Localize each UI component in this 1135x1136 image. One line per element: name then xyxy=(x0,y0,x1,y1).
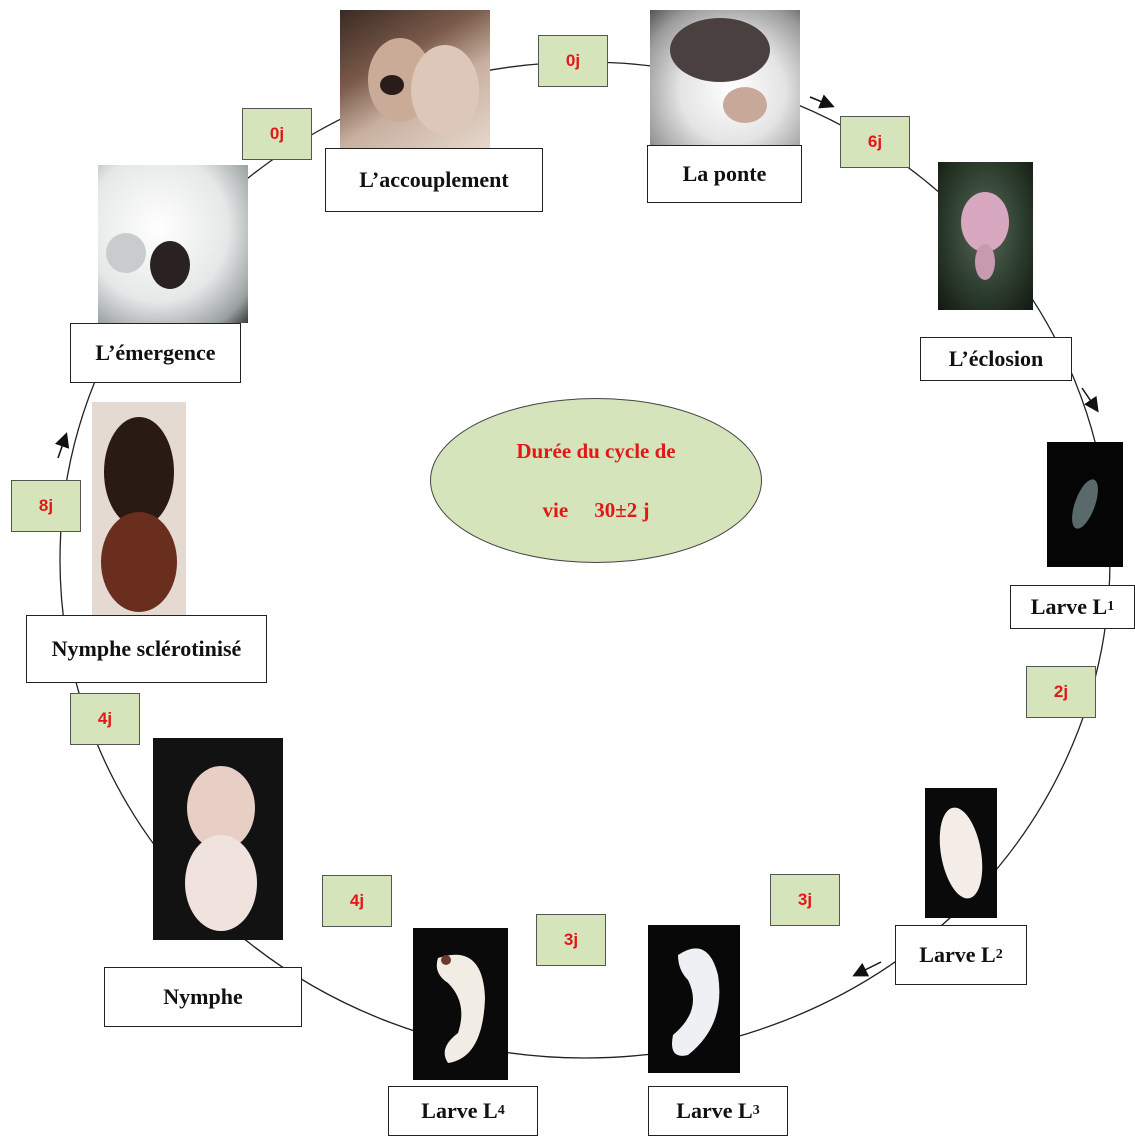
arrow-sclero-to-emergence xyxy=(58,435,66,458)
sclerotized-pupa-icon xyxy=(92,402,186,620)
adult-emerging-icon xyxy=(98,165,248,323)
cycle-duration-line1: Durée du cycle de xyxy=(516,439,675,464)
egg-icon xyxy=(650,10,800,145)
photo-larve-l4 xyxy=(413,928,508,1080)
label-nymphe: Nymphe xyxy=(104,967,302,1027)
beetles-icon xyxy=(340,10,490,150)
photo-larve-l3 xyxy=(648,925,740,1073)
duration-l3-l4: 3j xyxy=(536,914,606,966)
label-accouplement: L’accouplement xyxy=(325,148,543,212)
duration-nymphe-sclero: 4j xyxy=(70,693,140,745)
duration-sclero-emergence: 8j xyxy=(11,480,81,532)
arrow-l2-to-l3 xyxy=(855,962,881,975)
pupa-icon xyxy=(153,738,283,940)
label-ponte: La ponte xyxy=(647,145,802,203)
label-nymphe-sclerotinise: Nymphe sclérotinisé xyxy=(26,615,267,683)
arrow-ponte-to-eclosion xyxy=(810,97,832,106)
duration-l1-l2: 2j xyxy=(1026,666,1096,718)
duration-eclosion: 6j xyxy=(840,116,910,168)
photo-larve-l1 xyxy=(1047,442,1123,567)
larva-l4-icon xyxy=(413,928,508,1080)
photo-eclosion xyxy=(938,162,1033,310)
label-eclosion: L’éclosion xyxy=(920,337,1072,381)
larva-l1-icon xyxy=(1047,442,1123,567)
photo-larve-l2 xyxy=(925,788,997,918)
photo-accouplement xyxy=(340,10,490,150)
photo-emergence xyxy=(98,165,248,323)
label-larve-l3: Larve L3 xyxy=(648,1086,788,1136)
duration-l2-l3: 3j xyxy=(770,874,840,926)
label-larve-l4: Larve L4 xyxy=(388,1086,538,1136)
photo-nymphe-sclerotinise xyxy=(92,402,186,620)
larva-hatching-icon xyxy=(938,162,1033,310)
label-larve-l1: Larve L1 xyxy=(1010,585,1135,629)
photo-ponte xyxy=(650,10,800,145)
photo-nymphe xyxy=(153,738,283,940)
label-emergence: L’émergence xyxy=(70,323,241,383)
duration-l4-nymphe: 4j xyxy=(322,875,392,927)
label-larve-l2: Larve L2 xyxy=(895,925,1027,985)
duration-ponte: 0j xyxy=(538,35,608,87)
duration-emergence: 0j xyxy=(242,108,312,160)
cycle-duration-line2: vie30±2 j xyxy=(543,498,650,523)
larva-l3-icon xyxy=(648,925,740,1073)
cycle-duration-ellipse: Durée du cycle de vie30±2 j xyxy=(430,398,762,563)
larva-l2-icon xyxy=(925,788,997,918)
